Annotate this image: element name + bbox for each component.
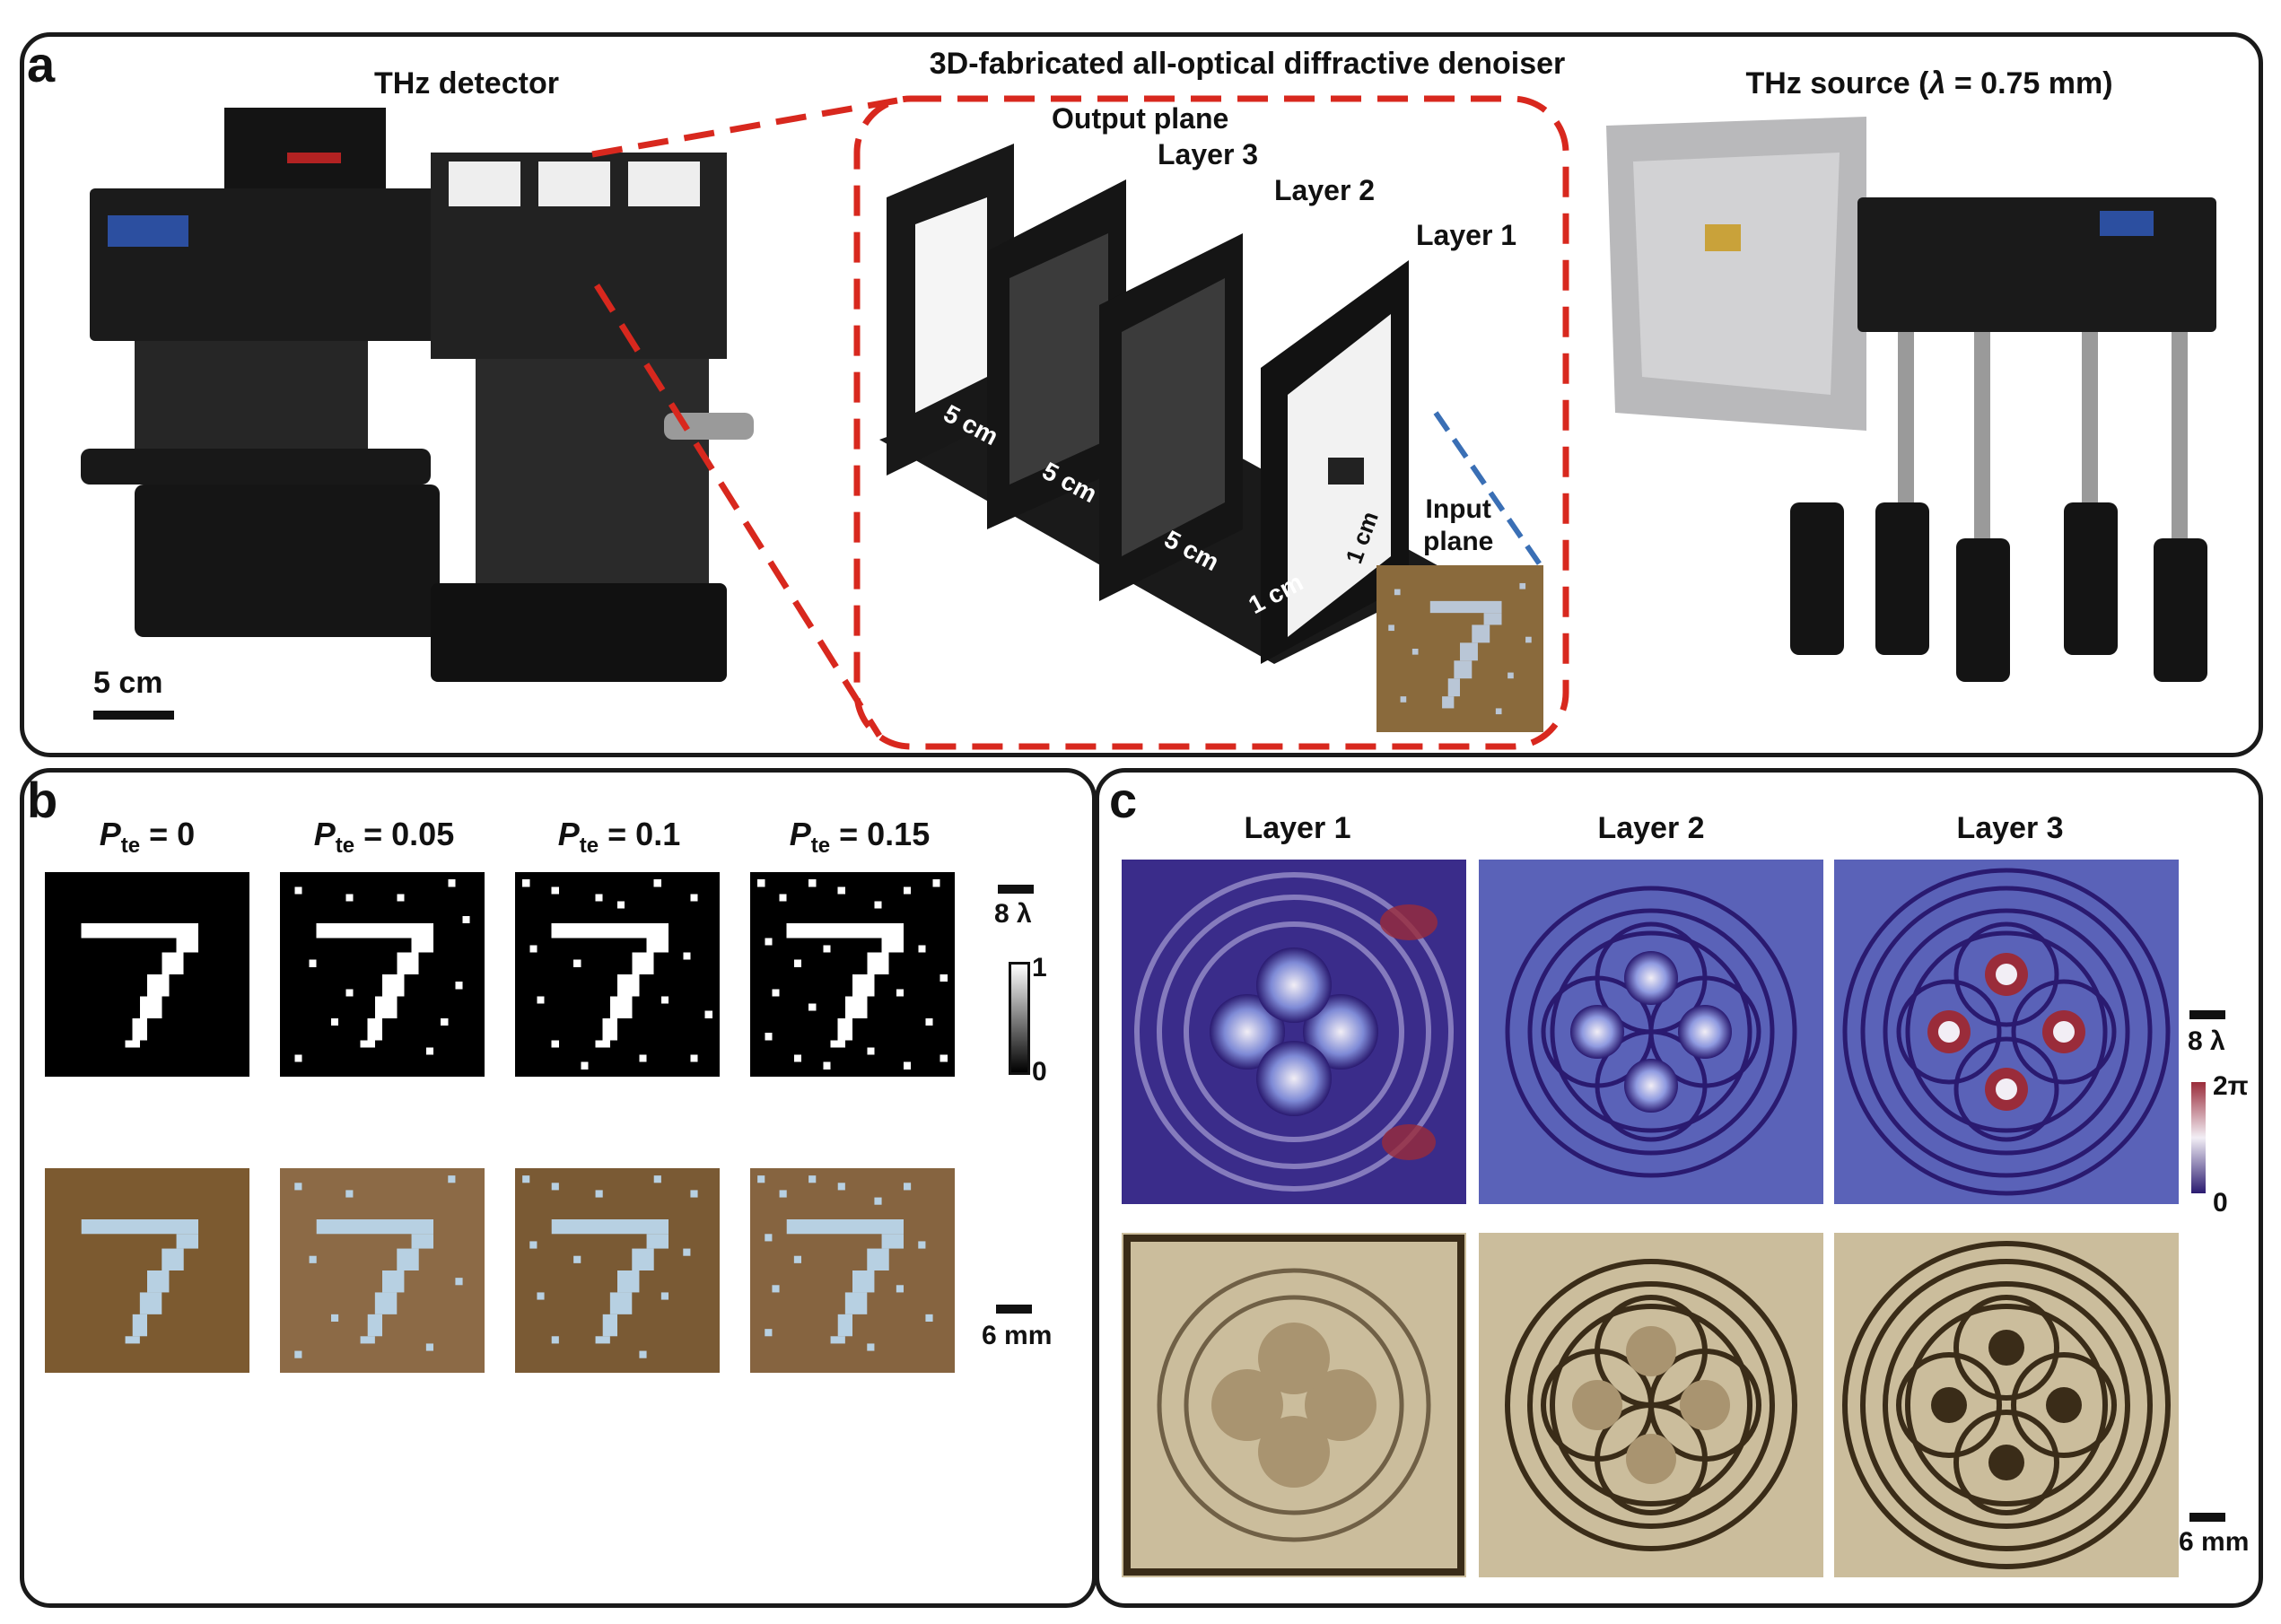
panel-c-colorbar-min: 0	[2213, 1188, 2228, 1218]
digit-binary-pte-0-05	[280, 872, 485, 1077]
fabricated-layer2	[1479, 1233, 1823, 1577]
label-output-plane: Output plane	[1052, 102, 1229, 135]
panel-a-label: a	[27, 36, 56, 92]
digit-binary-pte-0	[45, 872, 249, 1077]
panel-c-scale-bar-bottom	[2189, 1513, 2225, 1522]
fabricated-input-pte-0-1	[515, 1168, 720, 1373]
phase-title-layer1: Layer 1	[1244, 811, 1351, 845]
phase-map-layer1	[1122, 860, 1466, 1204]
pte-label-2: Pte = 0.1	[557, 816, 681, 859]
phase-map-layer3	[1834, 860, 2179, 1204]
fabricated-input-pte-0-05	[280, 1168, 485, 1373]
panel-b-colorbar-max: 1	[1032, 953, 1047, 982]
denoiser-title: 3D-fabricated all-optical diffractive de…	[929, 47, 1566, 81]
phase-title-layer3: Layer 3	[1956, 811, 2064, 845]
digit-binary-pte-0-1	[515, 872, 720, 1077]
panel-b-scale-bar-top	[998, 885, 1034, 894]
label-layer1: Layer 1	[1416, 219, 1517, 251]
panel-c-scale-top: 8 λ	[2188, 1026, 2225, 1056]
panel-b-scale-bottom: 6 mm	[982, 1321, 1053, 1350]
pte-label-1: Pte = 0.05	[313, 816, 455, 859]
pte-label-0: Pte = 0	[99, 816, 196, 859]
thz-source-photo	[1597, 108, 2225, 691]
label-layer3: Layer 3	[1158, 138, 1259, 170]
panel-a-scale-label: 5 cm	[93, 666, 163, 700]
panel-c-colorbar	[2191, 1082, 2206, 1193]
fabricated-input-pte-0-15	[750, 1168, 955, 1373]
panel-c-label: c	[1109, 772, 1138, 828]
panel-a-scale-bar	[93, 711, 174, 720]
phase-map-layer2	[1479, 860, 1823, 1204]
panel-b-label: b	[27, 772, 58, 828]
phase-title-layer2: Layer 2	[1597, 811, 1705, 845]
panel-c-scale-bar-top	[2189, 1010, 2225, 1019]
fabricated-layer3	[1834, 1233, 2179, 1577]
digit-binary-pte-0-15	[750, 872, 955, 1077]
panel-b-scale-bar-bottom	[996, 1305, 1032, 1314]
label-input-plane: Input plane	[1423, 494, 1494, 556]
fabricated-layer1	[1122, 1233, 1466, 1577]
panel-b-scale-top: 8 λ	[994, 899, 1032, 929]
fabricated-input-pte-0	[45, 1168, 249, 1373]
panel-b-colorbar	[1009, 962, 1030, 1075]
panel-b-colorbar-min: 0	[1032, 1057, 1047, 1087]
detector-title: THz detector	[374, 66, 559, 100]
pte-label-3: Pte = 0.15	[789, 816, 931, 859]
label-layer2: Layer 2	[1274, 174, 1376, 206]
panel-c-scale-bottom: 6 mm	[2179, 1527, 2250, 1557]
panel-c-colorbar-max: 2π	[2213, 1071, 2249, 1101]
denoiser-photo	[879, 135, 1490, 673]
source-title: THz source (λ = 0.75 mm)	[1745, 66, 2113, 100]
input-plane-inset	[1376, 565, 1543, 732]
thz-detector-photo	[81, 99, 763, 682]
